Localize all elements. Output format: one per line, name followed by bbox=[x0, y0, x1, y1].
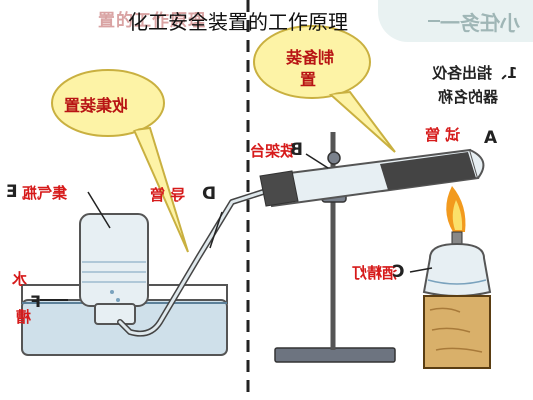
test-tube-graphic bbox=[259, 148, 485, 208]
faint-title: 置的工作原理 bbox=[98, 11, 206, 31]
collect-bubble-graphic bbox=[51, 69, 189, 253]
water-trough-label-2: 槽 bbox=[16, 308, 32, 326]
label-c: C bbox=[392, 262, 405, 282]
task-dash bbox=[428, 20, 440, 22]
question-line-1: 1、指出各仪 bbox=[432, 64, 518, 82]
task-banner-text: 小任务一 bbox=[440, 11, 520, 35]
label-f: F bbox=[30, 292, 41, 311]
label-e: E bbox=[6, 182, 18, 202]
label-b: B bbox=[290, 140, 303, 160]
gas-bottle-label: 集气瓶 bbox=[22, 184, 68, 202]
alcohol-lamp-label: 酒精灯 bbox=[352, 264, 398, 282]
label-a: A bbox=[484, 128, 498, 148]
water-trough-label-1: 水 bbox=[12, 270, 28, 288]
wooden-block-graphic bbox=[423, 295, 491, 369]
test-tube-label: 试 管 bbox=[425, 126, 461, 144]
label-d: D bbox=[202, 184, 217, 204]
page-title: 化工安全装置的工作原理 bbox=[128, 10, 348, 34]
question-line-2: 器的名称 bbox=[438, 88, 499, 106]
make-bubble-label-2: 置 bbox=[300, 70, 317, 89]
gas-bottle-graphic bbox=[79, 213, 149, 325]
iron-stand-label: 铁架台 bbox=[250, 142, 296, 160]
make-bubble-label-1: 制备装 bbox=[286, 48, 335, 67]
make-bubble-graphic bbox=[253, 25, 396, 153]
collect-bubble-label: 收集装置 bbox=[64, 96, 129, 115]
task-banner bbox=[378, 0, 533, 42]
delivery-tube-label: 导 管 bbox=[150, 186, 186, 204]
alcohol-lamp-graphic bbox=[422, 186, 492, 297]
